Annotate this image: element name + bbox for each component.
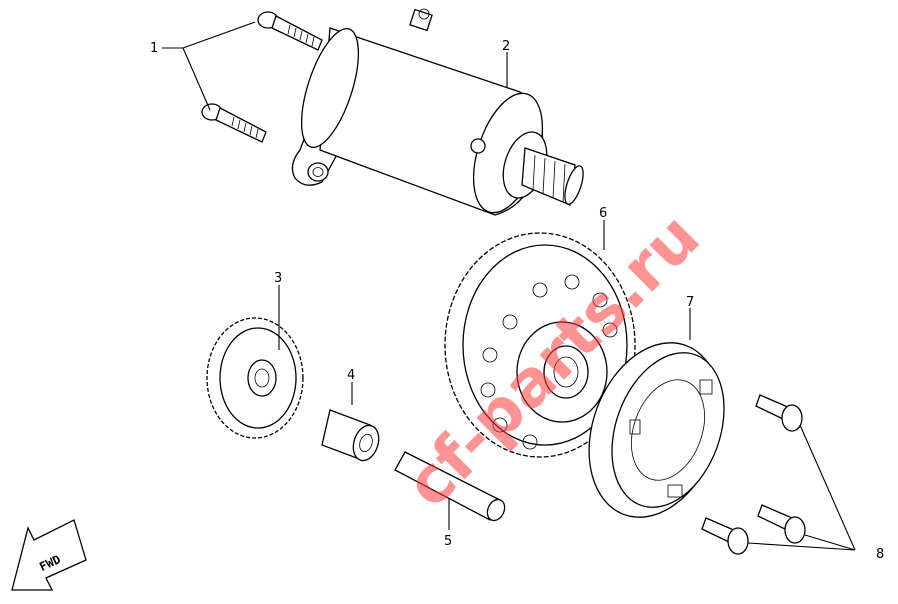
socket-bolt-3 (701, 517, 749, 555)
callout-4: 4 (347, 368, 355, 383)
forward-direction-arrow: FWD (11, 519, 87, 591)
callout-5: 5 (444, 534, 452, 549)
idle-gear (206, 317, 304, 439)
callout-1: 1 (150, 41, 158, 56)
one-way-clutch (588, 342, 725, 518)
starter-motor (291, 8, 584, 216)
callout-8: 8 (876, 547, 884, 562)
bolt-upper (257, 11, 323, 51)
socket-bolt-2 (757, 504, 806, 544)
callout-7: 7 (686, 295, 694, 310)
callout-2: 2 (502, 39, 510, 54)
socket-bolt-1 (755, 394, 803, 432)
idle-shaft (394, 451, 506, 522)
callout-6: 6 (599, 206, 607, 221)
driven-gear (444, 232, 636, 458)
callout-3: 3 (274, 271, 282, 286)
bolt-lower (201, 103, 267, 143)
leader-lines (162, 21, 856, 551)
bushing (321, 409, 380, 462)
